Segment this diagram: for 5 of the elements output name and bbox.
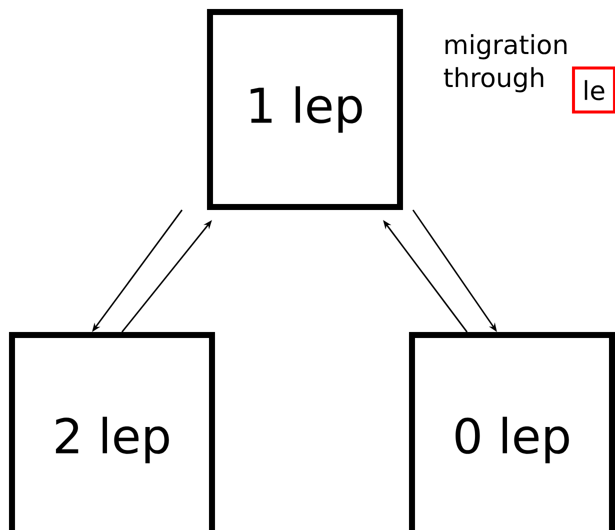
highlight-box: le	[572, 66, 615, 114]
state-box: 1 lep	[207, 9, 403, 210]
annotation-text: migration through	[444, 34, 566, 92]
state-box: 0 lep	[409, 332, 615, 530]
state-box: 2 lep	[9, 332, 215, 530]
